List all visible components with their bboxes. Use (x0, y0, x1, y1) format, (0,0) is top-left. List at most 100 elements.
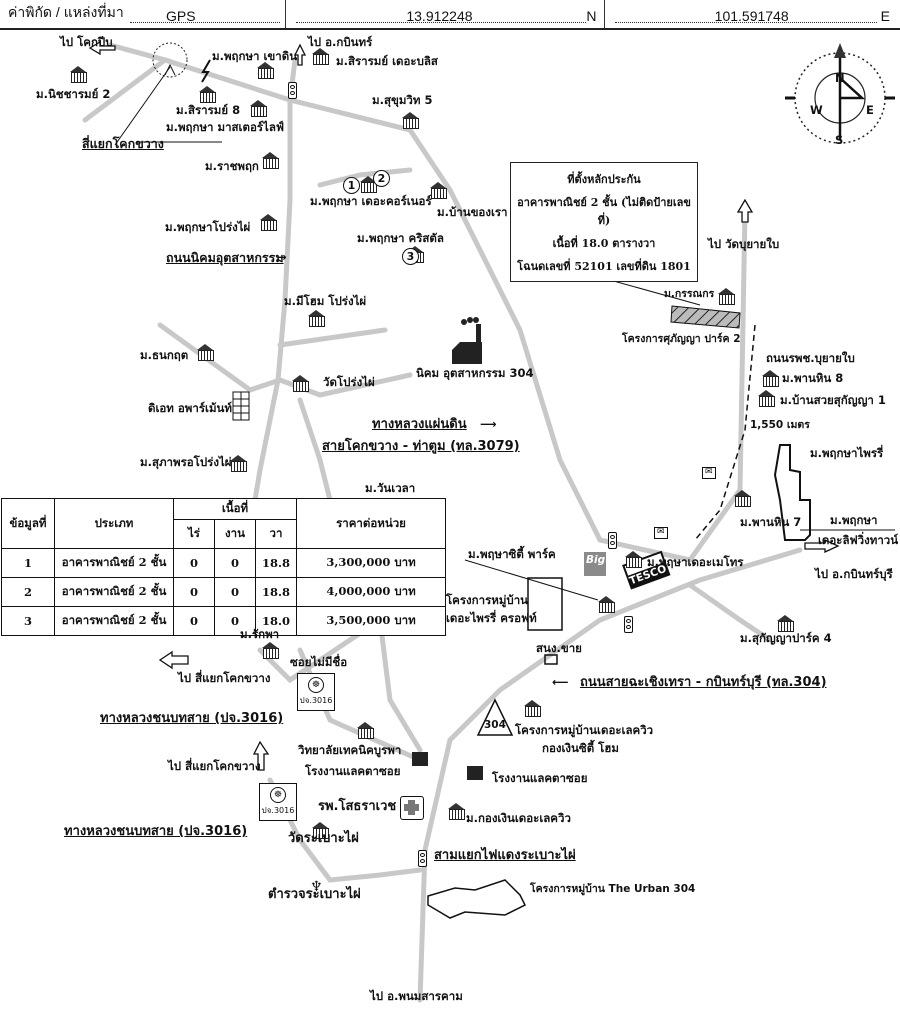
village-icon (195, 344, 215, 361)
village-icon (258, 214, 278, 231)
coord-source: GPS (166, 8, 196, 24)
label-nitcharam2: ม.นิชชารมย์ 2 (36, 87, 111, 101)
road-mihome (277, 327, 388, 348)
comparable-marker-1[interactable]: 1 (343, 177, 360, 194)
village-icon (446, 803, 466, 820)
label-soi-no-name: ซอยไม่มีชื่อ (290, 655, 348, 669)
label-to-kokkwang-1: ไป สี่แยกโคกขวาง (178, 671, 271, 685)
label-pruksa-crystal: ม.พฤกษา คริสตัล (357, 231, 444, 245)
label-sukhumvit5: ม.สุขุมวิท 5 (372, 93, 433, 107)
label-highway-line1: ทางหลวงแผ่นดิน (372, 417, 467, 432)
table-row: 2 อาคารพาณิชย์ 2 ชั้น 0 0 18.8 4,000,000… (1, 577, 446, 607)
coordinate-header: ค่าพิกัด / แหล่งที่มา GPS 13.912248 N 10… (0, 0, 900, 30)
post-office-icon: ✉ (702, 467, 716, 479)
longitude-suffix: E (880, 8, 890, 24)
coord-label: ค่าพิกัด / แหล่งที่มา (8, 4, 124, 20)
collateral-title: ที่ตั้งหลักประกัน (567, 172, 641, 186)
label-kongngern-lakeview: ม.กองเงินเดอะเลควิว (466, 811, 571, 825)
traffic-light-icon (288, 82, 297, 99)
village-icon (716, 288, 736, 305)
label-project-prairie-2: เดอะไพรรี่ ครอฟท์ (446, 611, 537, 625)
label-latex-factory-1: โรงงานแลคตาซอย (305, 764, 401, 778)
road-3016 (257, 615, 423, 753)
label-eastern-tech: วิทยาลัยเทคนิคบูรพา (298, 743, 402, 757)
power-line-icon (201, 59, 211, 83)
village-icon (260, 152, 280, 169)
route-3016-sign: ☸ ปจ.3016 (297, 673, 335, 711)
label-nikhom-road: ถนนนิคมอุตสาหกรรม (166, 250, 284, 265)
college-icon (355, 722, 375, 739)
village-icon (306, 310, 326, 327)
village-icon (197, 86, 217, 103)
village-icon (400, 112, 420, 129)
village-icon (596, 596, 616, 613)
label-panhin8: ม.พานหิน 8 (782, 371, 844, 385)
factory-icon-small-1 (412, 752, 428, 766)
table-row: 3 อาคารพาณิชย์ 2 ชั้น 0 0 18.0 3,500,000… (1, 606, 446, 636)
label-snong-khai: สนง.ขาย (536, 641, 582, 655)
collateral-area: เนื้อที่ 18.0 ตารางวา (552, 236, 656, 250)
compass-needle-icon (834, 43, 846, 58)
label-distance: 1,550 เมตร (750, 419, 810, 431)
label-ratchaphruek: ม.ราชพฤก (205, 159, 259, 173)
village-icon (732, 490, 752, 507)
table-row: 1 อาคารพาณิชย์ 2 ชั้น 0 0 18.8 3,300,000… (1, 548, 446, 578)
label-ban-khong-rao: ม.บ้านของเรา (437, 205, 508, 219)
temple-icon (290, 375, 310, 392)
village-icon (756, 390, 776, 407)
comparable-marker-3[interactable]: 3 (402, 248, 419, 265)
label-latex-factory-2: โรงงานแลคตาซอย (492, 771, 588, 785)
village-icon (760, 370, 780, 387)
label-rpch-road: ถนนรพช.บุยายใบ (766, 351, 855, 365)
prairie-parcel (773, 444, 811, 541)
village-icon (68, 66, 88, 83)
village-icon (358, 176, 378, 193)
compass-west: W (810, 103, 823, 117)
urban304-parcel (427, 879, 527, 919)
route-304-sign (476, 698, 514, 736)
th-no: ข้อมูลที่ (1, 498, 55, 549)
collateral-info-box: ที่ตั้งหลักประกัน อาคารพาณิชย์ 2 ชั้น (ไ… (510, 162, 698, 282)
collateral-pointer (609, 279, 701, 306)
label-traffic-junction: สามแยกไฟแดงระเบาะไผ่ (434, 848, 576, 863)
label-wanwela: ม.วันเวลา (365, 481, 416, 495)
latitude-suffix: N (586, 8, 597, 24)
th-type: ประเภท (54, 498, 174, 549)
emblem-icon: ☸ (308, 677, 324, 693)
hospital-icon (400, 796, 424, 820)
label-sothorn-hospital: รพ.โสธราเวช (318, 799, 397, 814)
village-icon (775, 615, 795, 632)
label-lakeview-2: กองเงินซิตี้ โฮม (542, 741, 619, 755)
road-central (252, 377, 281, 503)
th-wa: วา (255, 519, 297, 549)
arrow-to-kokkwang-2-icon (252, 740, 270, 771)
label-kokkwang-junction: สี่แยกโคกขวาง (82, 136, 164, 151)
tesco-lotus-logo (622, 550, 671, 590)
label-to-kokpeeb: ไป โคกปีบ (60, 35, 113, 49)
label-rakpha: ม.รักพา (240, 627, 280, 641)
city-park-pointer (464, 559, 599, 601)
label-to-kokkwang-2: ไป สี่แยกโคกขวาง (168, 759, 261, 773)
comparable-price-table: ข้อมูลที่ ประเภท เนื้อที่ ราคาต่อหน่วย ไ… (1, 498, 446, 636)
label-pruksa-living-1: ม.พฤกษา (830, 513, 878, 527)
arrow-to-kokkwang-1-icon (158, 650, 189, 670)
temple-icon (310, 822, 330, 839)
label-police: ตำรวจระเบาะไผ่ (268, 887, 361, 902)
label-karanakorn: ม.กรรณกร (664, 288, 715, 300)
bigc-logo (584, 552, 606, 576)
factory-icon-large (452, 317, 482, 364)
latitude-value: 13.912248 (406, 8, 473, 24)
th-rai: ไร่ (173, 519, 215, 549)
label-mihome: ม.มีโฮม โปร่งไผ่ (284, 294, 367, 308)
traffic-light-icon (418, 850, 427, 867)
junction-pointer (114, 66, 171, 146)
label-pruksa-corner: ม.พฤกษา เดอะคอร์เนอร์ (310, 194, 432, 208)
label-pruksa-khaodin: ม.พฤกษา เขาดิน (212, 49, 298, 63)
route-3016-sign: ☸ ปจ.3016 (259, 783, 297, 821)
label-rural-hwy-1: ทางหลวงชนบทสาย (ปจ.3016) (100, 711, 284, 726)
label-wat-prongmai: วัดโปร่งไผ่ (323, 375, 375, 389)
comparable-marker-2[interactable]: 2 (373, 170, 390, 187)
factory-icon-small-2 (467, 766, 483, 780)
longitude-cell: 101.591748 E (605, 0, 900, 28)
village-icon (248, 100, 268, 117)
